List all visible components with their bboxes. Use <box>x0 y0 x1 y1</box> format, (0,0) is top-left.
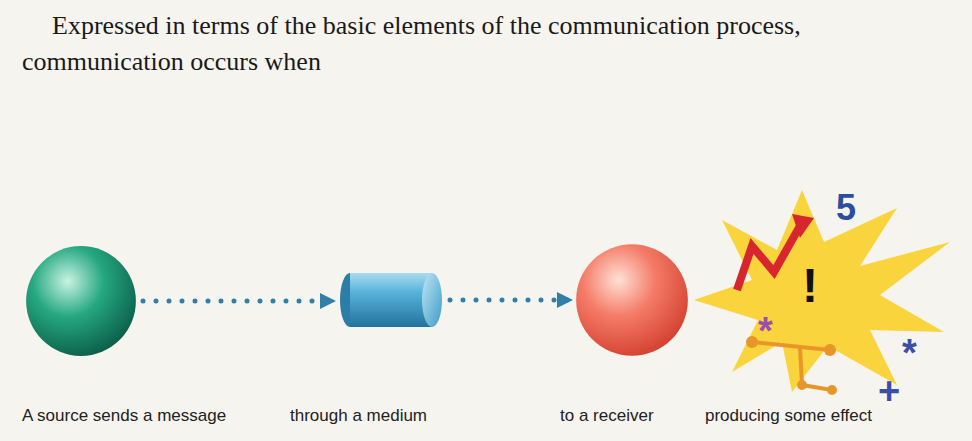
node-caption: A source sends a message <box>22 406 226 426</box>
node-caption: to a receiver <box>560 406 654 426</box>
burst-shape <box>692 180 957 395</box>
digit-symbol: 5 <box>836 190 856 226</box>
node-caption: through a medium <box>290 406 427 426</box>
dotted-arrow <box>450 298 573 303</box>
asterisk-symbol: * <box>902 334 917 372</box>
sphere-shape <box>25 245 137 357</box>
node-caption: producing some effect <box>705 406 872 426</box>
plus-symbol: + <box>878 372 900 410</box>
sphere-shape <box>575 243 689 357</box>
effect-burst: producing some effect <box>692 180 957 395</box>
exclamation-symbol: ! <box>802 262 818 310</box>
medium-cylinder: through a medium <box>338 272 444 328</box>
lead-text: Expressed in terms of the basic elements… <box>22 8 962 80</box>
dotted-arrow <box>143 299 336 304</box>
asterisk-symbol: * <box>758 312 773 350</box>
receiver-sphere: to a receiver <box>575 243 689 357</box>
cylinder-shape <box>338 272 444 328</box>
source-sphere: A source sends a message <box>25 245 137 357</box>
